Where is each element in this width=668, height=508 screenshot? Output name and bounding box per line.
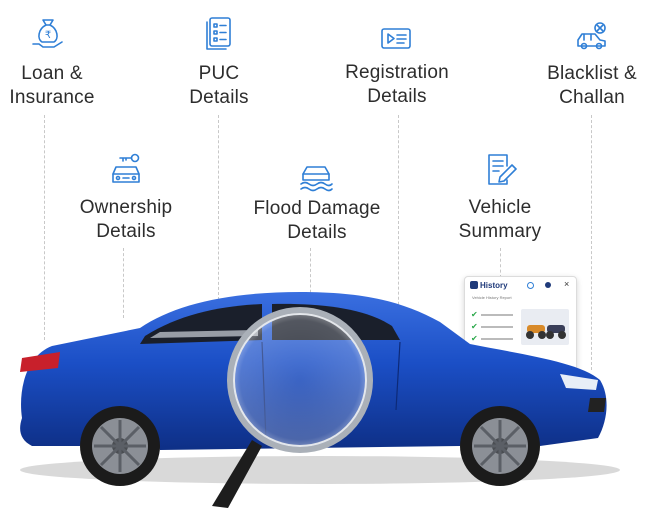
vehicle-thumbnail <box>521 309 569 345</box>
document-edit-icon <box>483 152 519 188</box>
svg-text:₹: ₹ <box>45 30 51 41</box>
car-key-icon <box>108 152 144 188</box>
check-item: ✔ <box>471 335 521 343</box>
rc-card-icon <box>378 20 414 56</box>
car-ban-icon <box>574 20 610 56</box>
history-logo-icon <box>470 281 478 289</box>
connector-line <box>591 115 592 370</box>
connector-line <box>398 115 399 330</box>
check-icon: ✔ <box>471 334 478 343</box>
magnifying-glass-icon <box>212 307 373 508</box>
check-icon: ✔ <box>471 310 478 319</box>
car-illustration <box>0 270 668 508</box>
rear-wheel <box>80 406 160 486</box>
head-light <box>560 374 598 390</box>
close-icon: × <box>564 279 570 289</box>
check-item: ✔ <box>471 323 521 331</box>
connector-line <box>310 248 311 298</box>
connector-line <box>218 115 219 300</box>
history-tab-icon <box>527 282 534 289</box>
check-item: ✔ <box>471 311 521 319</box>
history-card-subtitle: Vehicle History Report <box>472 295 512 300</box>
tail-light <box>20 352 60 372</box>
front-wheel <box>460 406 540 486</box>
connector-line <box>500 248 501 278</box>
history-card-title: History <box>480 281 508 290</box>
connector-line <box>123 248 124 318</box>
blacklist-challan-label: Blacklist &Challan <box>547 63 637 108</box>
flooded-car-icon <box>298 158 334 194</box>
document-list-icon <box>201 15 237 51</box>
money-bag-hand-icon: ₹ <box>30 15 66 51</box>
history-tab-icon <box>545 282 551 288</box>
check-icon: ✔ <box>471 322 478 331</box>
connector-line <box>44 115 45 340</box>
loan-insurance-label: Loan &Insurance <box>9 63 95 108</box>
